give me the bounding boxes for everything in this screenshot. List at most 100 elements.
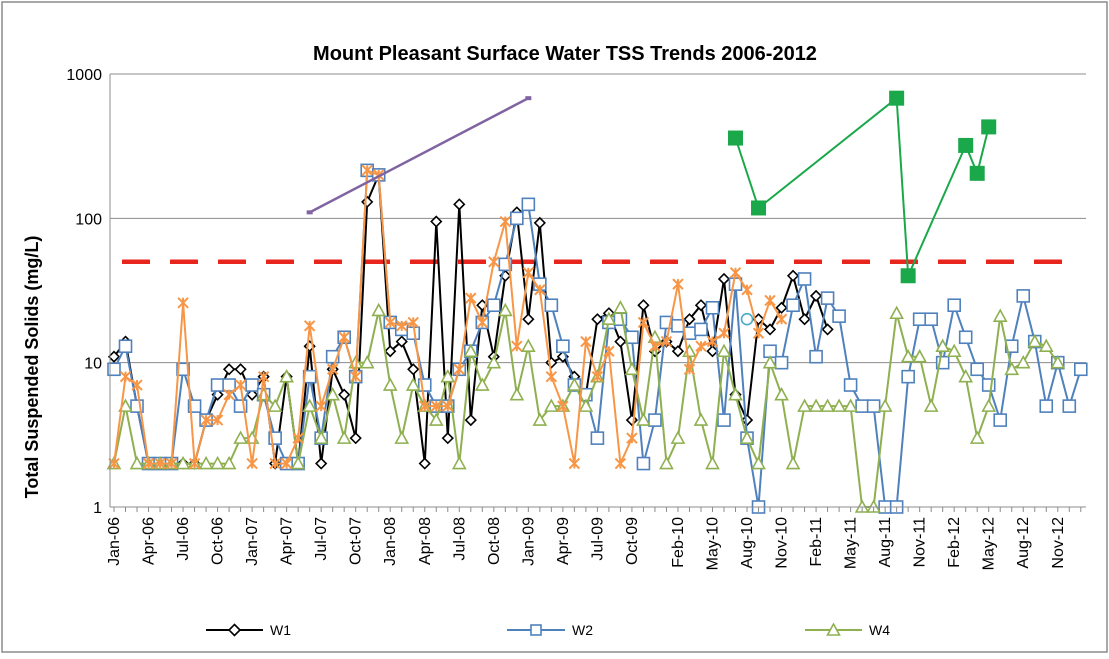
- data-point: [315, 457, 328, 470]
- data-point: [142, 457, 155, 470]
- x-tick-label: Oct-07: [348, 517, 365, 565]
- data-point: [614, 457, 627, 470]
- x-tick-label: Jan-08: [382, 517, 399, 566]
- data-point: [487, 298, 501, 313]
- data-point: [453, 198, 466, 211]
- data-point: [521, 197, 536, 212]
- data-point: [407, 363, 420, 376]
- data-point: [442, 400, 454, 412]
- data-point: [384, 316, 396, 329]
- data-point: [843, 378, 858, 392]
- x-tick-label: Nov-10: [774, 517, 791, 569]
- chart-title: Mount Pleasant Surface Water TSS Trends …: [313, 43, 817, 65]
- data-point: [637, 299, 650, 312]
- x-tick-label: May-12: [981, 517, 998, 570]
- data-point: [601, 311, 617, 326]
- data-point: [532, 412, 548, 426]
- data-point: [165, 457, 178, 470]
- data-point: [683, 313, 696, 326]
- data-point: [728, 130, 744, 146]
- data-point: [544, 298, 559, 313]
- data-point: [705, 455, 720, 470]
- data-point: [809, 289, 823, 303]
- legend-label-w1: W1: [270, 622, 291, 638]
- data-point: [107, 362, 121, 377]
- data-point: [877, 398, 893, 412]
- data-point: [325, 387, 341, 401]
- data-point: [396, 320, 408, 332]
- data-point: [969, 165, 985, 181]
- data-point: [728, 387, 743, 401]
- data-point: [418, 457, 431, 470]
- data-point: [958, 330, 973, 345]
- data-point: [889, 305, 904, 320]
- data-point: [175, 455, 191, 470]
- data-point: [774, 355, 789, 370]
- data-point: [695, 340, 707, 352]
- data-point: [474, 377, 490, 391]
- x-tick-label: Jul-08: [451, 517, 468, 561]
- legend: W1 W2 W4: [206, 622, 890, 638]
- legend-label-w4: W4: [869, 622, 890, 638]
- data-point: [382, 377, 398, 391]
- data-point: [590, 431, 605, 445]
- y-axis-label: Total Suspended Solids (mg/L): [22, 236, 42, 499]
- data-point: [129, 455, 145, 470]
- x-tick-label: Jul-06: [175, 517, 192, 561]
- data-point: [969, 430, 985, 444]
- series-line: [309, 97, 529, 214]
- data-point: [705, 300, 720, 315]
- data-point: [188, 457, 201, 470]
- data-point: [234, 379, 247, 391]
- data-point: [395, 335, 408, 348]
- x-tick-label: May-11: [843, 517, 860, 569]
- x-tick-label: Nov-11: [912, 517, 929, 567]
- data-point: [200, 414, 212, 426]
- data-point: [349, 432, 362, 445]
- x-tick-label: Jul-07: [313, 517, 330, 561]
- data-point: [808, 398, 824, 412]
- data-point: [1015, 354, 1031, 369]
- data-point: [1062, 399, 1077, 413]
- data-point: [935, 338, 951, 353]
- data-point: [613, 312, 628, 327]
- x-tick-label: Jul-09: [589, 517, 606, 561]
- data-point: [900, 268, 916, 284]
- data-point: [534, 284, 546, 296]
- data-point: [694, 322, 708, 337]
- data-point: [889, 90, 905, 106]
- y-tick-label: 10: [84, 356, 102, 373]
- data-point: [970, 362, 985, 377]
- data-point: [683, 363, 696, 375]
- data-point: [280, 457, 293, 470]
- legend-item-w2: W2: [507, 622, 593, 638]
- data-point: [371, 302, 387, 317]
- data-point: [693, 412, 709, 426]
- data-point: [659, 455, 674, 470]
- data-point: [290, 455, 306, 470]
- data-point: [775, 313, 788, 325]
- data-point: [257, 370, 270, 383]
- data-point: [108, 457, 120, 470]
- data-point: [785, 455, 801, 470]
- data-point: [649, 340, 661, 352]
- x-tick-label: Feb-11: [808, 517, 825, 567]
- data-point: [670, 430, 686, 444]
- data-point: [567, 377, 582, 391]
- data-point: [716, 343, 732, 358]
- data-point: [717, 272, 731, 286]
- data-point: [1004, 361, 1020, 376]
- data-point: [568, 457, 581, 470]
- data-point: [269, 457, 281, 470]
- legend-item-w1: W1: [206, 622, 291, 638]
- data-point: [1038, 338, 1054, 353]
- data-point: [797, 398, 812, 412]
- data-point: [246, 457, 258, 470]
- data-point: [866, 399, 881, 413]
- data-point: [855, 399, 869, 413]
- data-point: [741, 284, 753, 296]
- data-point: [774, 387, 789, 401]
- x-tick-label: Jan-07: [244, 517, 261, 566]
- data-point: [786, 298, 800, 313]
